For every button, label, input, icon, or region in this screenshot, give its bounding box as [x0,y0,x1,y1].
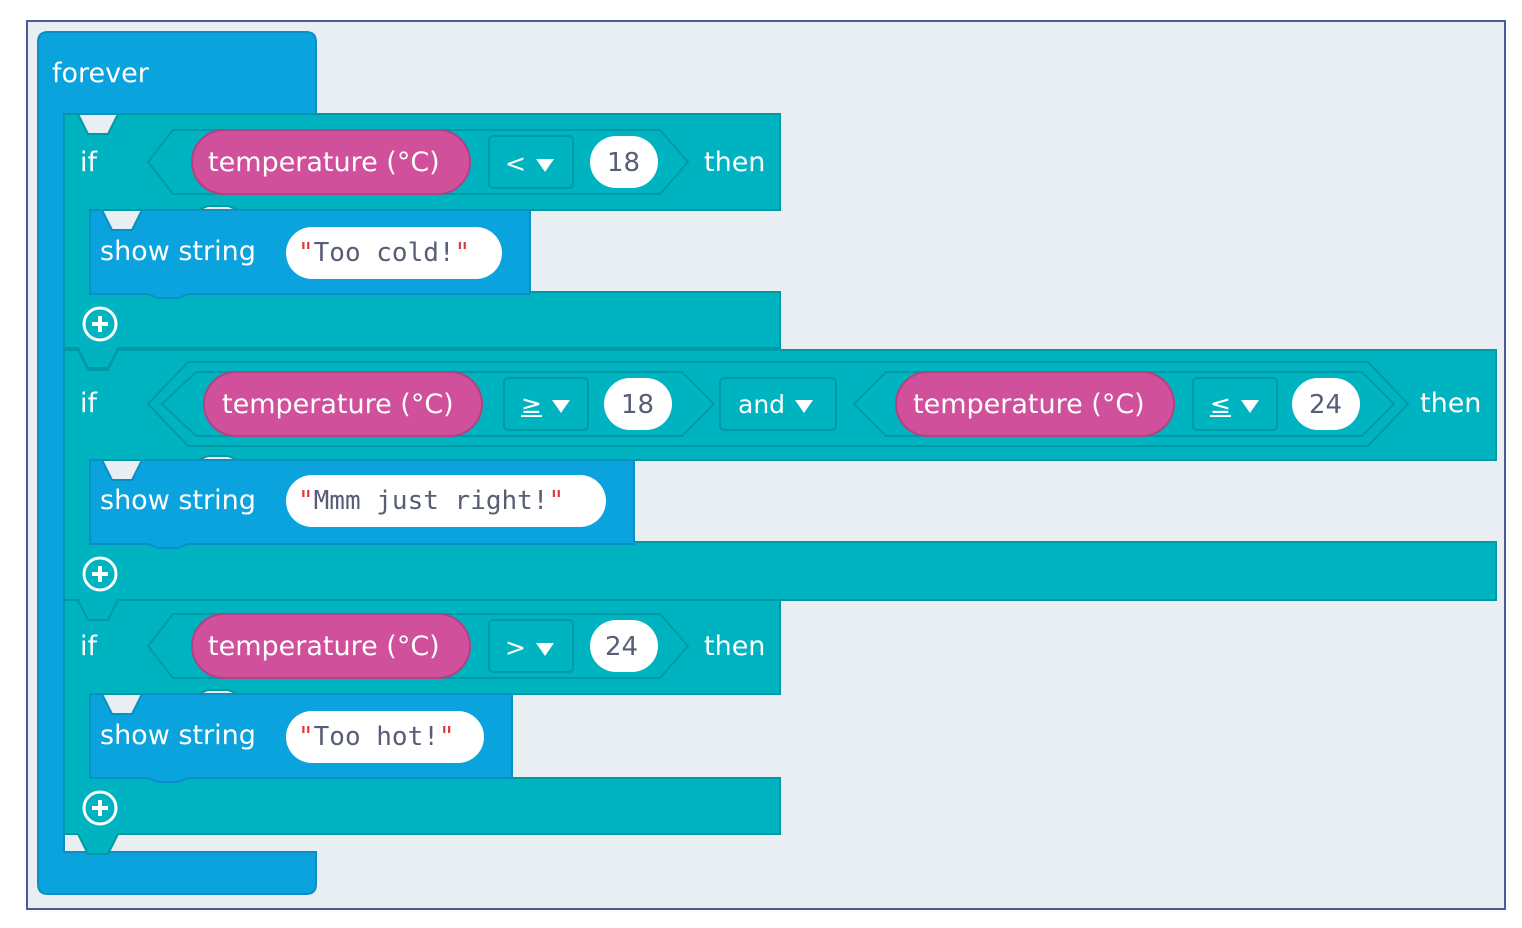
operator-dropdown-3[interactable]: > [505,635,554,660]
number-input-1[interactable]: 18 [607,148,641,178]
and-dropdown[interactable]: and [738,392,814,417]
plus-circle-icon[interactable] [82,790,118,826]
if-label-2: if [80,388,98,419]
chevron-down-icon [535,158,554,172]
show-string-label-1: show string [100,236,256,267]
string-input-1[interactable]: "Too cold!" [298,238,471,268]
plus-circle-icon[interactable] [82,306,118,342]
chevron-down-icon [551,399,570,413]
temperature-reporter-2b[interactable]: temperature (°C) [913,389,1145,420]
temperature-reporter-2a[interactable]: temperature (°C) [222,389,454,420]
temperature-reporter-3[interactable]: temperature (°C) [208,631,440,662]
operator-dropdown-2a[interactable]: ≥ [521,392,570,417]
string-input-2[interactable]: "Mmm just right!" [298,486,565,516]
forever-block-shape[interactable] [37,31,317,895]
forever-label: forever [52,58,149,89]
then-label-1: then [704,147,766,178]
if-label-1: if [80,147,98,178]
if-label-3: if [80,631,98,662]
then-label-2: then [1420,388,1482,419]
show-string-label-2: show string [100,485,256,516]
number-input-3[interactable]: 24 [605,632,639,662]
number-input-2b[interactable]: 24 [1309,390,1343,420]
number-input-2a[interactable]: 18 [621,390,655,420]
blocks-svg [37,31,1497,895]
chevron-down-icon [1240,399,1259,413]
chevron-down-icon [795,399,814,413]
plus-circle-icon[interactable] [82,556,118,592]
chevron-down-icon [535,642,554,656]
show-string-label-3: show string [100,720,256,751]
temperature-reporter-1[interactable]: temperature (°C) [208,147,440,178]
operator-dropdown-1[interactable]: < [505,151,554,176]
workspace-canvas[interactable]: forever if temperature (°C) < 18 then sh… [26,20,1506,910]
then-label-3: then [704,631,766,662]
string-input-3[interactable]: "Too hot!" [298,722,455,752]
operator-dropdown-2b[interactable]: ≤ [1210,392,1259,417]
